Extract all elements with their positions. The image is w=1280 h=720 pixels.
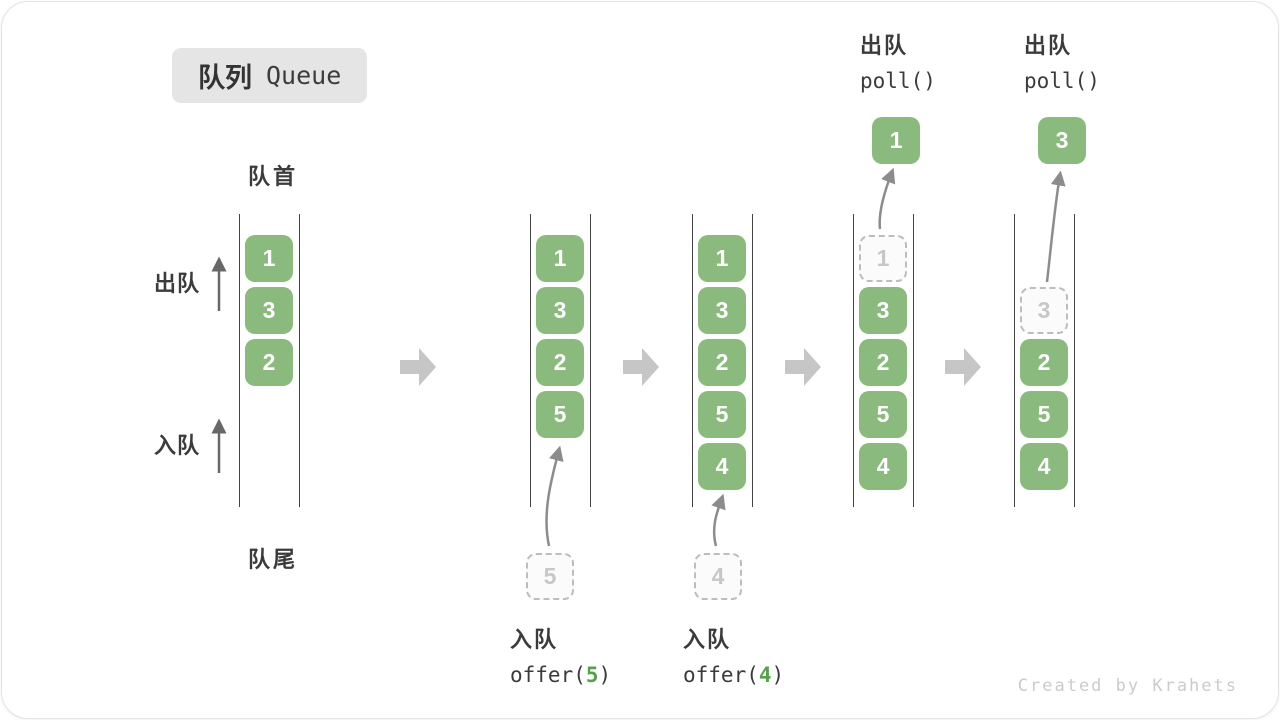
operation-code: poll(): [860, 69, 936, 93]
removed-queue-cell: 3: [1020, 287, 1068, 334]
incoming-cell-4: 4: [694, 553, 742, 600]
queue-cell: 2: [536, 339, 584, 386]
title-zh: 队列: [198, 63, 252, 93]
queue-cell: 1: [536, 235, 584, 282]
queue-cell: 3: [536, 287, 584, 334]
code-arg: 5: [585, 663, 599, 687]
operation-offer-5: 入队 offer(5): [510, 622, 611, 687]
queue-cell: 4: [698, 443, 746, 490]
queue-cell: 5: [698, 391, 746, 438]
queue-state-4: 1 3 2 5 4: [853, 214, 914, 507]
code-prefix: offer(: [683, 663, 759, 687]
queue-state-5: 3 2 5 4: [1014, 214, 1075, 507]
operation-code: offer(4): [683, 663, 784, 687]
queue-state-1: 1 3 2: [239, 214, 300, 507]
queue-cell: 2: [859, 339, 907, 386]
label-queue-rear: 队尾: [248, 547, 299, 572]
operation-code: poll(): [1024, 69, 1100, 93]
title-en: Queue: [266, 61, 342, 90]
queue-cell: 2: [698, 339, 746, 386]
operation-poll-2: 出队 poll(): [1024, 28, 1100, 93]
incoming-cell-5: 5: [526, 553, 574, 600]
watermark: Created by Krahets: [1017, 676, 1238, 696]
operation-offer-4: 入队 offer(4): [683, 622, 784, 687]
operation-label: 出队: [860, 33, 909, 58]
operation-label: 入队: [683, 627, 732, 652]
popped-cell-1: 1: [872, 117, 920, 164]
queue-cell: 5: [859, 391, 907, 438]
queue-cell: 5: [1020, 391, 1068, 438]
block-arrow-icon: [623, 348, 659, 386]
queue-cell: 3: [245, 287, 293, 334]
block-arrow-icon: [785, 348, 821, 386]
queue-cell: 5: [536, 391, 584, 438]
queue-state-2: 1 3 2 5: [530, 214, 591, 507]
queue-cell: 2: [245, 339, 293, 386]
queue-cell: 1: [698, 235, 746, 282]
removed-queue-cell: 1: [859, 235, 907, 282]
code-prefix: offer(: [510, 663, 586, 687]
block-arrow-icon: [945, 348, 981, 386]
queue-cell: 2: [1020, 339, 1068, 386]
code-suffix: ): [771, 663, 785, 687]
block-arrow-icon: [400, 348, 436, 386]
queue-cell: 3: [859, 287, 907, 334]
queue-state-3: 1 3 2 5 4: [692, 214, 753, 507]
queue-cell: 3: [698, 287, 746, 334]
popped-cell-3: 3: [1038, 117, 1086, 164]
queue-cell: 4: [1020, 443, 1068, 490]
code-suffix: ): [598, 663, 612, 687]
label-queue-front: 队首: [248, 164, 299, 189]
operation-label: 出队: [1024, 33, 1073, 58]
queue-cell: 1: [245, 235, 293, 282]
operation-label: 入队: [510, 627, 559, 652]
label-enqueue: 入队: [154, 433, 201, 458]
operation-poll-1: 出队 poll(): [860, 28, 936, 93]
operation-code: offer(5): [510, 663, 611, 687]
code-arg: 4: [758, 663, 772, 687]
title-badge: 队列 Queue: [172, 48, 368, 103]
queue-cell: 4: [859, 443, 907, 490]
label-dequeue: 出队: [154, 271, 201, 296]
